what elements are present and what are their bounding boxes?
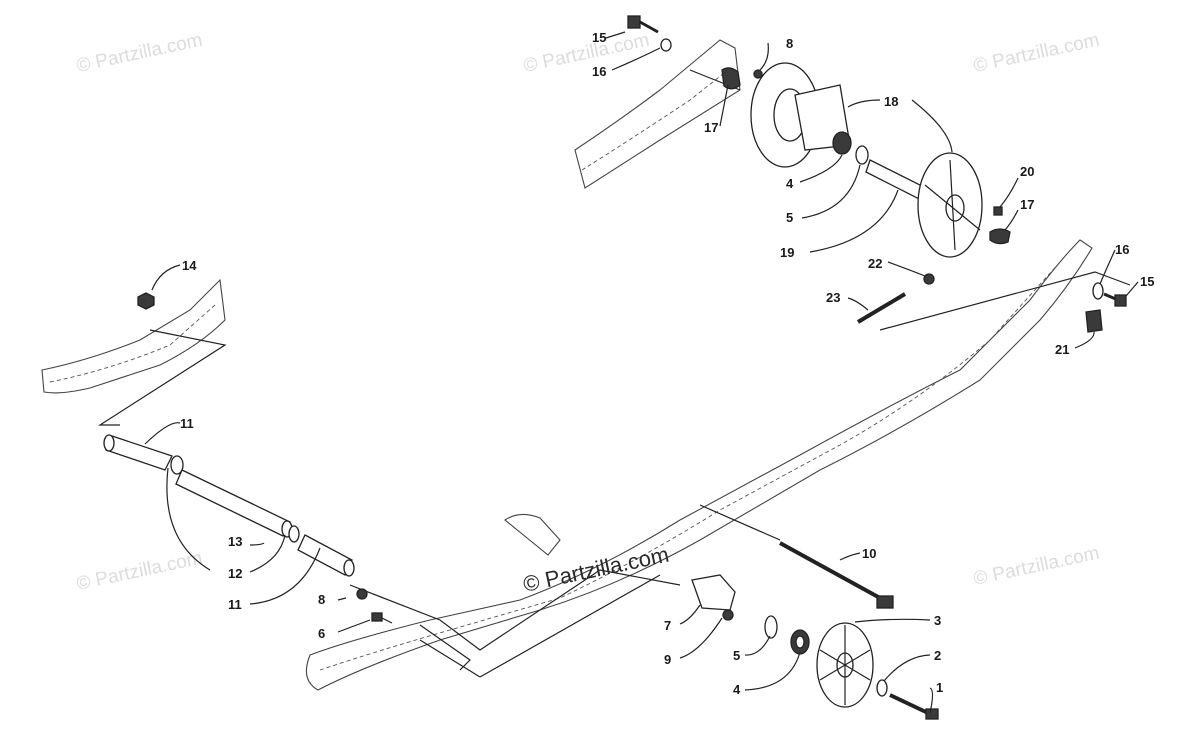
callout-8-lower: 8 [318, 592, 325, 607]
cap-17-right [989, 228, 1011, 245]
bearing-4-upper [832, 131, 852, 155]
callout-5-upper: 5 [786, 210, 793, 225]
callout-6: 6 [318, 626, 325, 641]
callout-15-right: 15 [1140, 274, 1154, 289]
assembly-lines [97, 69, 1131, 678]
callout-11-lower: 11 [228, 597, 242, 612]
rail-left [41, 278, 226, 394]
callout-16-upper: 16 [592, 64, 606, 79]
washer-2 [876, 679, 888, 697]
callout-8-upper: 8 [786, 36, 793, 51]
callout-7: 7 [664, 618, 671, 633]
callout-21: 21 [1055, 342, 1069, 357]
callout-numbers: 1 2 3 4 5 6 7 8 9 10 11 11 12 13 14 15 1… [180, 30, 1154, 697]
callout-4-lower: 4 [733, 682, 741, 697]
callout-22: 22 [868, 256, 882, 271]
wheel-3 [816, 622, 874, 708]
block-7 [691, 574, 736, 611]
callout-23: 23 [826, 290, 840, 305]
callout-19: 19 [780, 245, 794, 260]
watermark: © Partzilla.com [972, 30, 1102, 77]
cap-21 [1085, 309, 1103, 333]
ring-5-lower [764, 615, 778, 639]
cap-17-upper [721, 67, 741, 90]
bolt-20 [993, 206, 1003, 216]
ring-12-upper [170, 455, 184, 475]
bolt-1 [889, 693, 939, 720]
callout-17-upper: 17 [704, 120, 718, 135]
callout-18: 18 [884, 94, 898, 109]
callout-12: 12 [228, 566, 242, 581]
bolt-6 [371, 612, 393, 624]
nut-22 [923, 273, 935, 285]
watermark: © Partzilla.com [972, 543, 1102, 590]
ring-13 [281, 520, 300, 543]
tube-upper [103, 434, 173, 471]
tube-lower [297, 534, 355, 577]
callout-16-right: 16 [1115, 242, 1129, 257]
tube-long [175, 469, 291, 537]
bearing-4-lower [790, 629, 810, 655]
callout-5-lower: 5 [733, 648, 740, 663]
bolt-15-upper [627, 15, 659, 34]
rail-right [305, 239, 1093, 691]
bolt-10 [779, 541, 894, 609]
callout-leaders [144, 31, 1139, 714]
callout-11-upper: 11 [180, 416, 194, 431]
bolt-15-right [1103, 292, 1127, 307]
callout-4-upper: 4 [786, 176, 794, 191]
washer-16-upper [660, 38, 672, 52]
nut-8-lower [356, 588, 368, 600]
nut-9 [722, 609, 734, 621]
watermark: © Partzilla.com [522, 30, 652, 77]
ring-5-upper [855, 145, 869, 165]
callout-20: 20 [1020, 164, 1034, 179]
callout-3: 3 [934, 613, 941, 628]
callout-9: 9 [664, 652, 671, 667]
callout-1: 1 [936, 680, 943, 695]
wheel-18-right [917, 152, 983, 258]
callout-17-right: 17 [1020, 197, 1034, 212]
callout-10: 10 [862, 546, 876, 561]
rail-upper [574, 39, 741, 189]
washer-16-right [1092, 282, 1104, 300]
callout-14: 14 [182, 258, 197, 273]
watermark: © Partzilla.com [75, 548, 205, 595]
callout-15-upper: 15 [592, 30, 606, 45]
nut-14 [137, 292, 155, 310]
rod-23 [856, 292, 907, 324]
watermark: © Partzilla.com [75, 30, 205, 77]
wheel-18-left [750, 62, 851, 168]
nut-8-upper [753, 69, 763, 79]
callout-2: 2 [934, 648, 941, 663]
callout-13: 13 [228, 534, 242, 549]
